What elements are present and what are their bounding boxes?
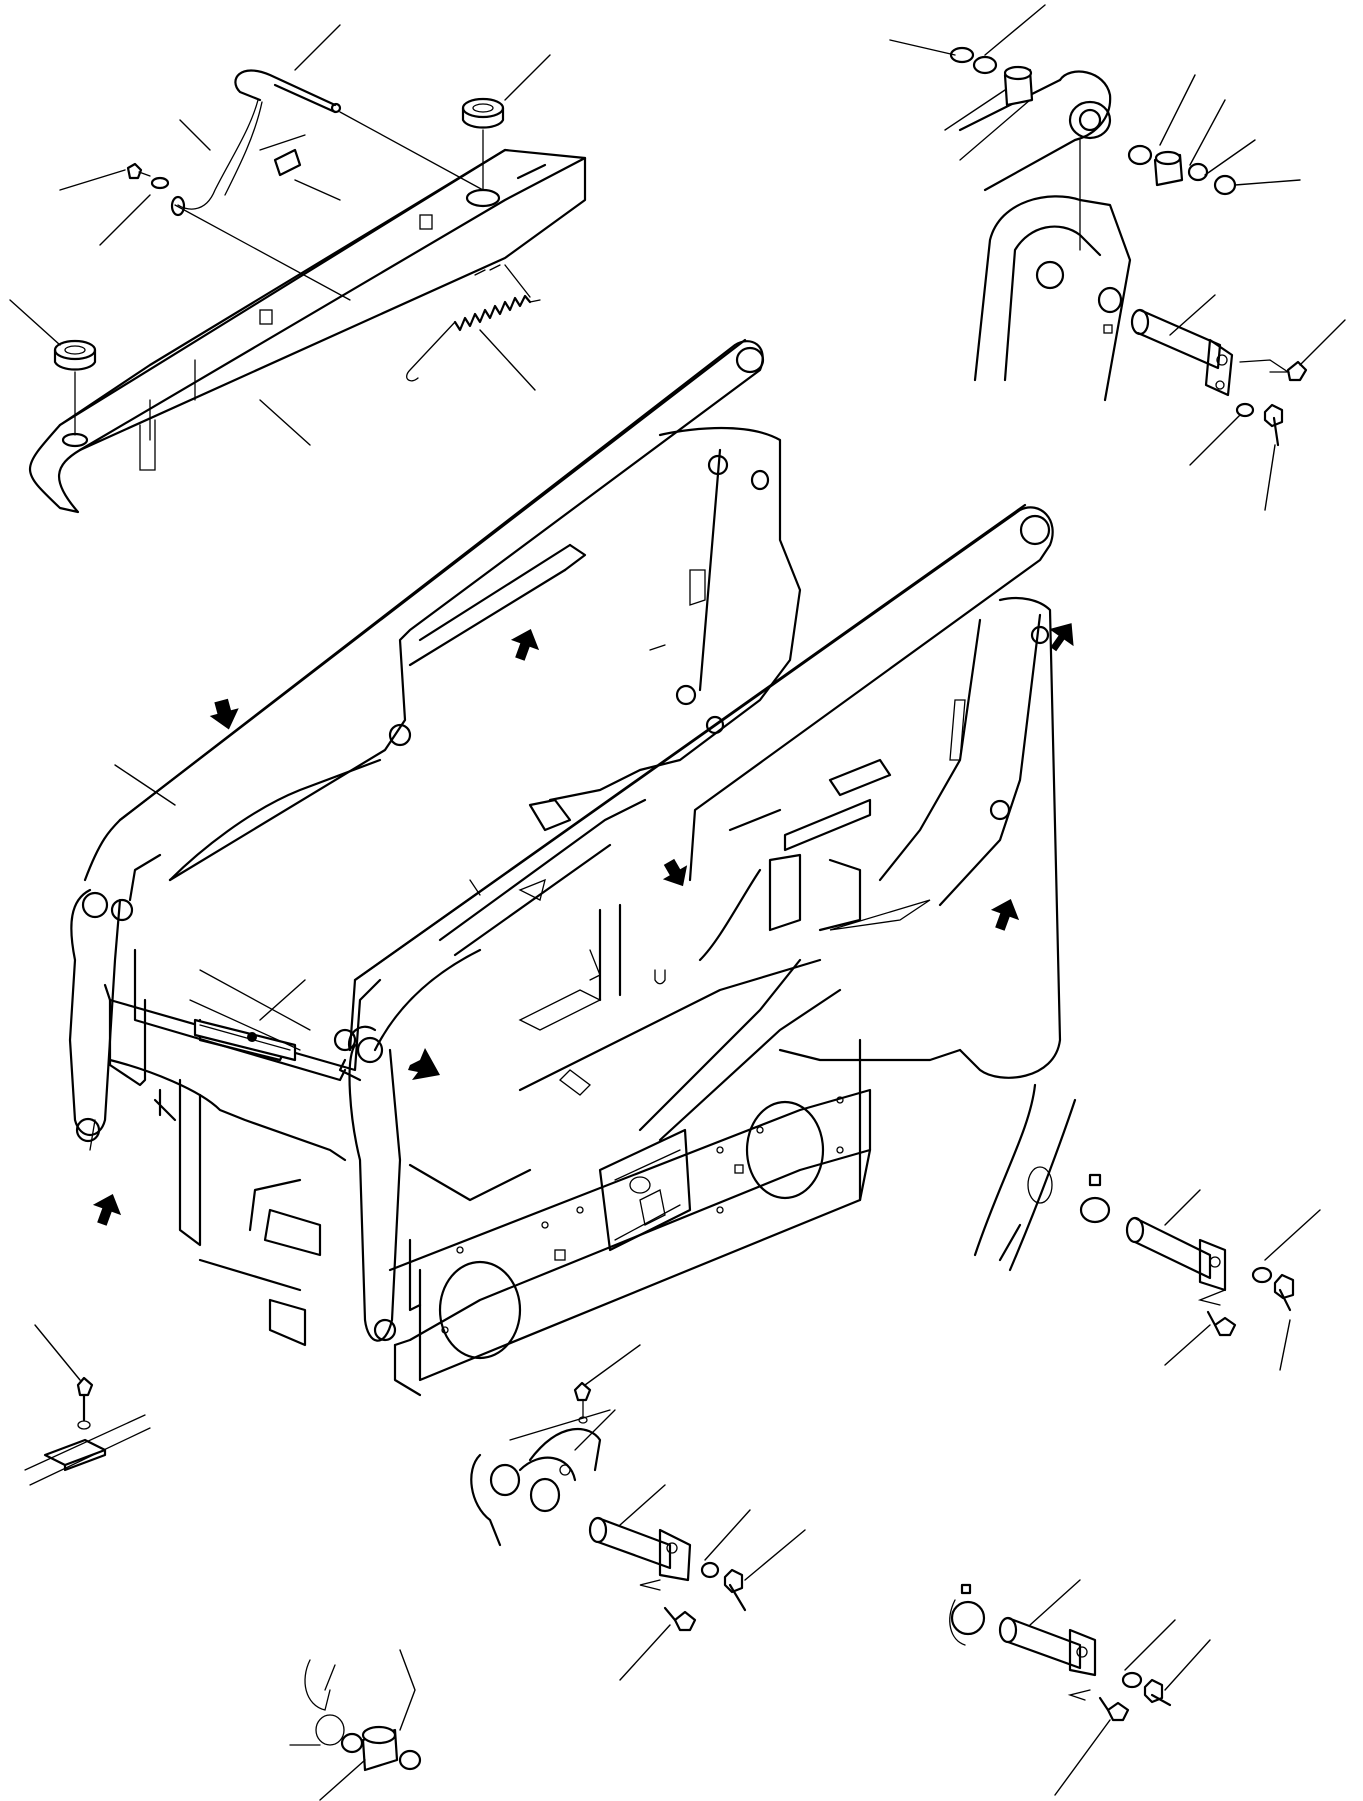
link-arm-right — [348, 1043, 402, 1342]
arrow-3 — [1049, 623, 1074, 652]
direction-arrows — [92, 623, 1074, 1226]
washer-pin-bottom — [1121, 1671, 1143, 1689]
arrow-6 — [408, 1048, 440, 1080]
bushing-detail-bottom — [289, 1659, 422, 1772]
lock-pin — [234, 69, 484, 191]
bushing-right — [1153, 150, 1184, 187]
seal-bottom-left — [340, 1732, 364, 1754]
seal-right — [1127, 144, 1153, 166]
pivot-pin-top — [1097, 286, 1234, 397]
grommet-right — [461, 97, 505, 129]
grease-fitting-top — [1239, 359, 1308, 382]
washer-link-pin — [700, 1561, 720, 1579]
grommet-left — [53, 339, 97, 371]
arrow-5 — [990, 899, 1020, 931]
bolt-pin-middle — [1273, 1273, 1295, 1312]
bolt-pin-top — [1263, 403, 1284, 447]
boom-arm-right — [348, 506, 1054, 1052]
grease-fitting-center-top — [573, 1381, 592, 1424]
seal-top — [972, 55, 998, 75]
seal-bottom-right — [398, 1749, 422, 1771]
safety-bar — [29, 148, 587, 514]
safety-bar-assembly — [29, 69, 587, 514]
grease-fitting-middle — [1206, 1310, 1237, 1337]
link-pin-detail — [470, 1381, 747, 1632]
clip — [273, 148, 302, 177]
bolt-link-pin — [723, 1568, 747, 1612]
pivot-detail-middle — [973, 1083, 1295, 1337]
washer-pin-top — [1235, 402, 1255, 418]
bolt-pin-bottom — [1143, 1678, 1172, 1707]
arrow-4 — [662, 858, 688, 887]
leader-lines — [9, 4, 1346, 1801]
arrow-7 — [92, 1194, 122, 1226]
pivot-pin-bottom — [998, 1616, 1097, 1677]
arrow-2 — [510, 629, 540, 661]
pivot-pin-middle — [1125, 1216, 1227, 1292]
shim-top — [949, 46, 975, 64]
return-spring — [406, 264, 541, 382]
loader-frame — [68, 338, 1062, 1397]
pin-detail-bottom-right — [949, 1583, 1172, 1722]
boom-arm-left — [83, 340, 764, 882]
bushing-top — [1003, 65, 1034, 107]
lanyard-wire — [177, 99, 259, 210]
ring-right-a — [1187, 162, 1209, 182]
grease-fitting-plate-detail — [24, 1376, 151, 1486]
bushing-bottom — [361, 1725, 399, 1772]
link-pin — [588, 1516, 692, 1582]
washer-pin-middle — [1251, 1266, 1273, 1284]
ring-right-b — [1213, 174, 1237, 196]
bolt-small — [126, 162, 151, 180]
front-plate — [388, 1088, 872, 1347]
arrow-1 — [209, 698, 239, 730]
grease-fitting-bottom-right — [1098, 1696, 1130, 1722]
link-arm-left — [68, 888, 122, 1137]
pivot-detail-top — [949, 46, 1308, 447]
grease-fitting-center-bottom — [663, 1606, 697, 1632]
washer-small — [150, 176, 170, 190]
